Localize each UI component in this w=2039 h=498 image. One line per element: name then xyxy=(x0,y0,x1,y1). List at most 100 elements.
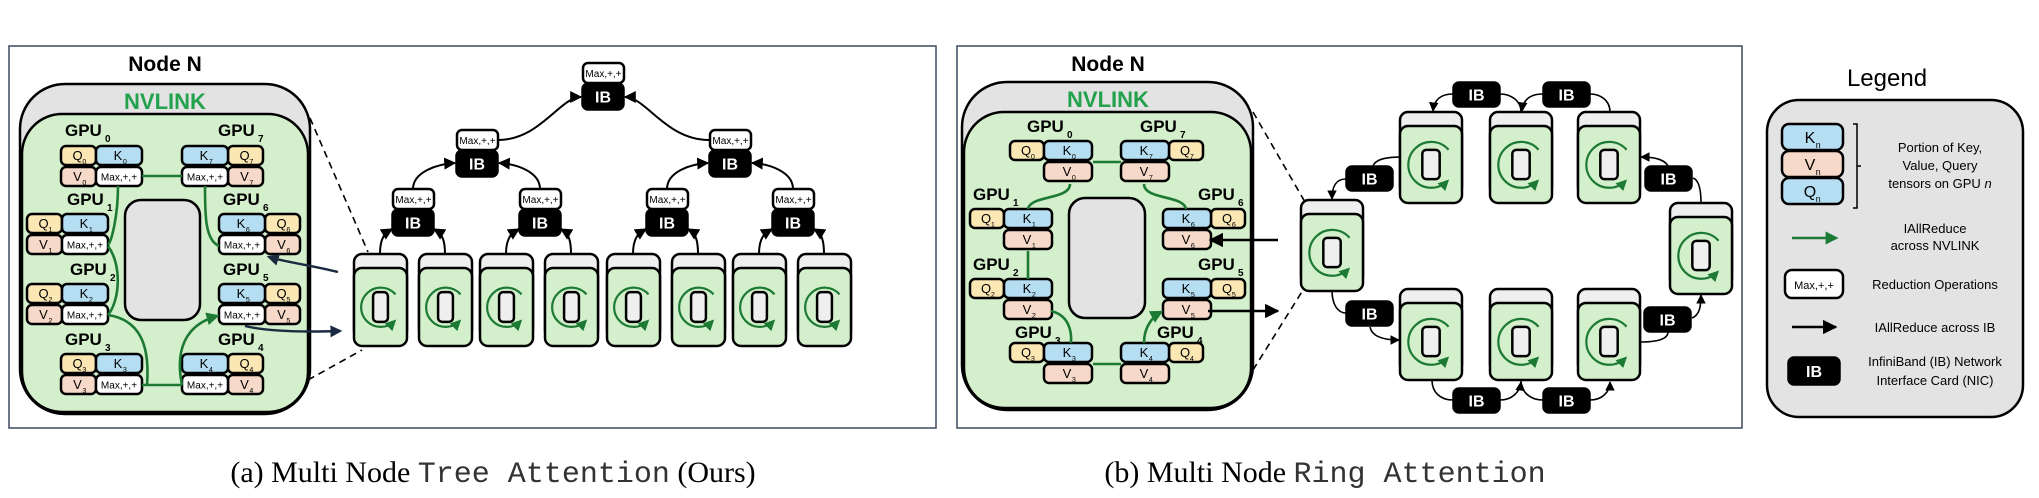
reduction-op: Max,+,+ xyxy=(708,128,753,152)
legend-nvlink-desc: across NVLINK xyxy=(1891,238,1980,253)
gpu-index: 0 xyxy=(105,134,111,145)
ib-box xyxy=(645,208,689,237)
ib-box xyxy=(391,208,435,237)
gpu-label: GPU xyxy=(1027,117,1064,136)
reduction-op: Max,+,+ xyxy=(391,187,436,211)
gpu-chip-icon xyxy=(371,290,390,324)
key-label-subscript: 6 xyxy=(1191,221,1195,229)
gpu-index: 4 xyxy=(1197,336,1203,347)
value-label-letter: V xyxy=(1140,366,1149,381)
gpu-label: GPU xyxy=(218,330,255,349)
gpu-index: 0 xyxy=(1067,130,1073,141)
gpu-label: GPU xyxy=(70,260,107,279)
ib-arrow xyxy=(686,228,701,255)
ib-label: IB xyxy=(722,157,738,174)
nvlink-link xyxy=(1142,310,1164,344)
gpu-node-card xyxy=(605,252,662,348)
zoom-dashed-line xyxy=(1252,289,1304,371)
nvlink-cycle-icon xyxy=(1585,317,1628,369)
zoom-dashed-line xyxy=(309,117,369,253)
tree-level1-ib: IB xyxy=(391,208,435,237)
center-block xyxy=(123,198,202,322)
gpu-index: 1 xyxy=(1013,198,1019,209)
value-label-letter: V xyxy=(73,169,82,184)
gpu-label: GPU xyxy=(65,121,102,140)
key-tensor xyxy=(60,212,110,235)
reduction-label: Max,+,+ xyxy=(712,136,748,147)
reduction-label: Max,+,+ xyxy=(224,241,260,252)
value-label-letter: V xyxy=(1023,232,1032,247)
nvlink-link xyxy=(203,185,220,248)
nvlink-link xyxy=(178,312,220,386)
key-label-letter: K xyxy=(1140,143,1149,158)
gpu-node-card xyxy=(1398,287,1464,382)
ib-arrow xyxy=(432,228,447,255)
nvlink-label: NVLINK xyxy=(124,89,206,114)
ib-label: IB xyxy=(595,90,611,107)
key-label-letter: K xyxy=(237,286,246,301)
caption-b-prefix: (b) Multi Node xyxy=(1104,456,1293,489)
key-label-subscript: 1 xyxy=(1032,221,1036,229)
reduction-op: Max,+,+ xyxy=(60,303,110,326)
ring-ib-arrow xyxy=(1369,326,1400,345)
nvlink-cycle-icon xyxy=(425,286,462,332)
value-label-letter: V xyxy=(1063,366,1072,381)
gpu-label: GPU xyxy=(218,121,255,140)
gpu-index: 2 xyxy=(110,273,116,284)
gpu-chip-icon xyxy=(1511,325,1531,358)
key-tensor xyxy=(180,352,230,375)
ring-ib-arrow xyxy=(1431,379,1454,401)
key-tensor xyxy=(1042,341,1094,364)
reduction-label: Max,+,+ xyxy=(775,195,811,206)
key-label-letter: K xyxy=(237,216,246,231)
value-label-subscript: 4 xyxy=(249,387,253,395)
ib-label: IB xyxy=(1559,88,1575,105)
ring-ib-arrow xyxy=(1518,93,1544,112)
key-tensor xyxy=(217,212,267,235)
gpu-chip-icon xyxy=(815,290,834,324)
value-label-subscript: 4 xyxy=(1149,376,1153,384)
gpu-label: GPU xyxy=(1140,117,1177,136)
caption-b: (b) Multi Node Ring Attention xyxy=(1104,456,1545,492)
legend-title: Legend xyxy=(1847,65,1927,92)
value-label-letter: V xyxy=(240,377,249,392)
zoom-dashed-line xyxy=(307,349,363,381)
query-label-subscript: 0 xyxy=(82,158,86,166)
gpu-index: 5 xyxy=(1238,268,1244,279)
ib-arrow xyxy=(505,228,521,255)
ib-label: IB xyxy=(532,216,548,233)
legend-reduction-desc: Reduction Operations xyxy=(1872,277,1998,292)
ib-label: IB xyxy=(1660,313,1676,330)
ib-label: IB xyxy=(785,216,801,233)
legend-ib-desc: Interface Card (NIC) xyxy=(1876,373,1993,388)
gpu-chip-icon xyxy=(1691,239,1711,272)
gpu-index: 1 xyxy=(107,203,113,214)
gpu-chip-icon xyxy=(689,290,708,324)
value-label-subscript: 5 xyxy=(286,317,290,325)
gpu-node-card xyxy=(1576,110,1642,205)
key-label-subscript: 7 xyxy=(209,158,213,166)
value-label-letter: V xyxy=(1182,302,1191,317)
ib-label: IB xyxy=(1661,172,1677,189)
ib-arrow xyxy=(497,157,541,190)
value-tensor xyxy=(1002,298,1054,321)
key-tensor xyxy=(1161,277,1213,300)
ib-box xyxy=(771,208,815,237)
caption-a: (a) Multi Node Tree Attention (Ours) xyxy=(230,456,755,492)
gpu-index: 5 xyxy=(263,273,269,284)
